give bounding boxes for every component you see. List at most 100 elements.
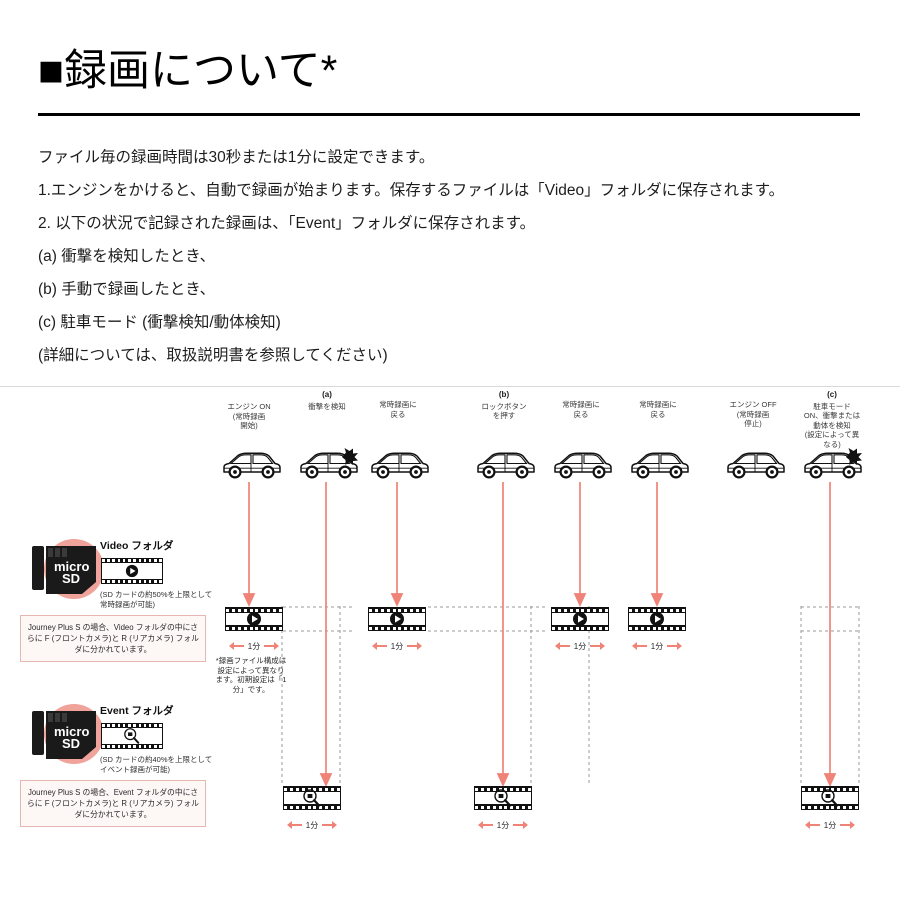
duration-label: 1分 (573, 641, 587, 651)
arrow-left-icon (554, 641, 571, 651)
play-icon (226, 612, 282, 626)
svg-text:SD: SD (62, 571, 80, 586)
event-clip-1[interactable] (474, 786, 532, 810)
event-line-7-4: なる) (823, 439, 841, 449)
event-line-2-0: 常時録画に (379, 400, 417, 409)
event-line-5-1: 戻る (650, 409, 666, 419)
play-icon (369, 612, 425, 626)
event-label-5: 常時録画に 戻る (624, 400, 692, 419)
film-perforations-top (369, 607, 425, 613)
event-folder-note: Journey Plus S の場合、Event フォルダの中にさらに F (フ… (20, 780, 206, 827)
event-clip-0[interactable] (283, 786, 341, 810)
film-perforations-top (284, 786, 340, 792)
event-line-3-0: ロックボタン (481, 401, 527, 411)
event-line-7-0: 駐車モード (813, 401, 851, 411)
duration-label: 1分 (305, 820, 319, 830)
film-perforations-bottom (475, 804, 531, 810)
event-line-0-0: エンジン ON (227, 402, 271, 411)
event-label-7: (c) 駐車モード ON、衝撃または 動体を検知 (設定によって異 なる) (794, 390, 870, 449)
arrow-right-icon (589, 641, 606, 651)
event-line-2-1: 戻る (390, 409, 406, 419)
event-label-0: エンジン ON (常時録画 開始) (214, 400, 284, 431)
duration-label: 1分 (823, 820, 837, 830)
film-perforations-bottom (552, 625, 608, 631)
film-perforations-top (226, 607, 282, 613)
event-label-4: 常時録画に 戻る (547, 400, 615, 419)
event-tag-1: (a) (322, 390, 332, 399)
video-duration-1: 1分 (364, 640, 430, 652)
film-perforations-top (102, 723, 162, 728)
arrow-left-icon (477, 820, 494, 830)
arrow-left-icon (804, 820, 821, 830)
arrow-left-icon (228, 641, 245, 651)
svg-text:SD: SD (62, 736, 80, 751)
magnifier-icon (802, 789, 858, 807)
event-line-7-2: 動体を検知 (813, 420, 851, 430)
body-paragraph-2: 2. 以下の状況で記録された録画は、「Event」フォルダに保存されます。 (38, 215, 536, 232)
body-paragraph-0: ファイル毎の録画時間は30秒または1分に設定できます。 (38, 149, 435, 166)
microsd-card-event-icon: micro SD (32, 704, 108, 764)
event-line-4-1: 戻る (573, 409, 589, 419)
event-storage-block: micro SD Event フォルダ (SD カードの約40%を上限としてイベ… (16, 701, 212, 827)
video-duration-0: 1分 (221, 640, 287, 652)
video-clip-2[interactable] (551, 607, 609, 631)
video-folder-thumbnail[interactable] (101, 558, 163, 584)
film-perforations-top (102, 558, 162, 563)
arrow-right-icon (263, 641, 280, 651)
duration-label: 1分 (247, 641, 261, 651)
svg-text:micro: micro (54, 559, 89, 574)
event-duration-2: 1分 (797, 819, 863, 831)
video-clip-0[interactable] (225, 607, 283, 631)
event-line-0-1: (常時録画 (232, 411, 266, 421)
event-line-5-0: 常時録画に (639, 400, 677, 409)
event-label-1: (a) 衝撃を検知 (293, 390, 361, 411)
event-folder-caption: (SD カードの約40%を上限としてイベント録画が可能) (100, 755, 213, 774)
play-icon (552, 612, 608, 626)
event-tag-3: (b) (498, 390, 510, 399)
arrow-right-icon (406, 641, 423, 651)
recording-timeline-diagram: エンジン ON (常時録画 開始) (a) 衝撃を検知 常時録画に 戻る (b)… (0, 386, 900, 900)
event-clip-2[interactable] (801, 786, 859, 810)
play-icon (629, 612, 685, 626)
body-paragraph-6: (詳細については、取扱説明書を参照してください) (38, 347, 388, 364)
recording-footnote: *録画ファイル構成は設定によって異なります。初期設定は「1分」です。 (215, 656, 287, 694)
arrow-right-icon (839, 820, 856, 830)
arrow-right-icon (512, 820, 529, 830)
event-line-7-1: ON、衝撃または (803, 411, 861, 420)
arrow-left-icon (631, 641, 648, 651)
event-duration-0: 1分 (279, 819, 345, 831)
page-title-text: ■録画について* (38, 47, 338, 95)
video-clip-3[interactable] (628, 607, 686, 631)
video-storage-block: micro SD Video フォルダ (SD カードの約50%を上限として常時… (16, 536, 212, 662)
page-title: ■録画について* (38, 46, 337, 96)
svg-text:micro: micro (54, 724, 89, 739)
event-folder-thumbnail[interactable] (101, 723, 163, 749)
video-clip-1[interactable] (368, 607, 426, 631)
film-perforations-bottom (802, 804, 858, 810)
film-perforations-bottom (369, 625, 425, 631)
film-perforations-bottom (102, 579, 162, 584)
film-perforations-bottom (284, 804, 340, 810)
event-line-7-3: (設定によって異 (804, 430, 860, 439)
play-icon (102, 563, 162, 579)
film-perforations-bottom (226, 625, 282, 631)
body-text: ファイル毎の録画時間は30秒または1分に設定できます。 1.エンジンをかけると、… (38, 148, 868, 379)
arrow-right-icon (666, 641, 683, 651)
film-perforations-top (552, 607, 608, 613)
title-underline (38, 113, 860, 116)
body-paragraph-5: (c) 駐車モード (衝撃検知/動体検知) (38, 314, 281, 331)
film-perforations-bottom (629, 625, 685, 631)
event-label-3: (b) ロックボタン を押す (470, 390, 538, 421)
event-line-6-1: (常時録画 (736, 409, 770, 419)
video-duration-3: 1分 (624, 640, 690, 652)
duration-label: 1分 (650, 641, 664, 651)
body-paragraph-1: 1.エンジンをかけると、自動で録画が始まります。保存するファイルは「Video」… (38, 182, 785, 199)
film-perforations-top (629, 607, 685, 613)
arrow-left-icon (286, 820, 303, 830)
magnifier-icon (102, 728, 162, 744)
event-label-2: 常時録画に 戻る (364, 400, 432, 419)
microsd-card-video-icon: micro SD (32, 539, 108, 599)
magnifier-icon (284, 789, 340, 807)
film-perforations-bottom (102, 744, 162, 749)
